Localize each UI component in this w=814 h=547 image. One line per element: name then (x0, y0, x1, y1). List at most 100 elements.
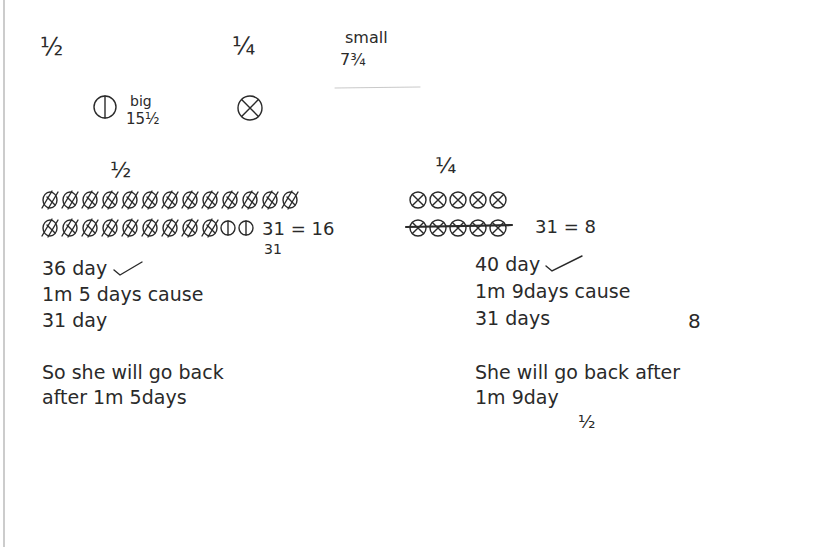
tally-strokes (122, 191, 138, 209)
quarter-circle (450, 220, 466, 236)
page-margin (4, 0, 5, 547)
tally-strokes (42, 191, 58, 209)
tally-circle (103, 220, 117, 236)
strike-line (406, 225, 512, 227)
handwritten-note: 31 days (475, 306, 550, 331)
tally-circle (83, 192, 97, 208)
half-circle (94, 96, 116, 118)
faint-line (335, 87, 420, 88)
quarter-circle (470, 220, 486, 236)
quarter-cross (472, 194, 483, 205)
half-circle (239, 221, 253, 235)
tally-strokes (242, 191, 258, 209)
tally-circle (203, 192, 217, 208)
handwritten-note: 1m 9days cause (475, 279, 630, 304)
handwritten-note: 31 (264, 240, 282, 258)
quarter-circle (490, 192, 506, 208)
tally-strokes (42, 219, 58, 237)
quarter-circle (490, 220, 506, 236)
tally-circle (63, 220, 77, 236)
quarter-circle (430, 220, 446, 236)
handwritten-note: ¼ (232, 32, 255, 63)
tally-circle (263, 192, 277, 208)
tally-strokes (122, 219, 138, 237)
quarter-cross (492, 222, 503, 233)
tally-circle (143, 220, 157, 236)
quarter-cross (412, 194, 423, 205)
drawing-strokes (42, 87, 582, 275)
quarter-cross (412, 222, 423, 233)
tally-strokes (102, 191, 118, 209)
half-circle (221, 221, 235, 235)
handwritten-note: 15½ (126, 110, 160, 130)
handwritten-note: 31 = 8 (535, 215, 596, 238)
quarter-circle (430, 192, 446, 208)
tally-circle (123, 192, 137, 208)
quarter-circle (410, 220, 426, 236)
tally-circle (83, 220, 97, 236)
tally-circle (43, 192, 57, 208)
handwritten-note: ¼ (435, 152, 456, 181)
handwritten-note: ½ (110, 156, 131, 185)
quarter-cross (452, 222, 463, 233)
tally-circle (223, 192, 237, 208)
tally-strokes (162, 191, 178, 209)
quarter-circle (450, 192, 466, 208)
tally-strokes (202, 219, 218, 237)
quarter-circle (470, 192, 486, 208)
tally-circle (163, 220, 177, 236)
handwritten-note: 1m 5 days cause (42, 282, 203, 307)
handwritten-note: 36 day (42, 256, 107, 281)
tally-strokes (182, 219, 198, 237)
handwritten-note: She will go back after 1m 9day (475, 360, 690, 409)
tally-strokes (82, 219, 98, 237)
tally-circle (243, 192, 257, 208)
tally-strokes (142, 219, 158, 237)
tally-strokes (222, 191, 238, 209)
half-line (227, 221, 228, 235)
quarter-cross (472, 222, 483, 233)
tally-strokes (202, 191, 218, 209)
tally-circle (203, 220, 217, 236)
tally-strokes (282, 191, 298, 209)
handwritten-note: 31 = 16 (262, 217, 334, 240)
quarter-cross (432, 222, 443, 233)
tally-circle (183, 220, 197, 236)
handwritten-note: ½ (578, 410, 595, 433)
half-line (104, 96, 105, 118)
tally-strokes (142, 191, 158, 209)
handwritten-note: So she will go back after 1m 5days (42, 360, 257, 409)
handwritten-note: 40 day (475, 252, 540, 277)
handwritten-note: small (345, 28, 388, 49)
handwritten-note: 31 day (42, 308, 107, 333)
tally-strokes (62, 219, 78, 237)
quarter-cross (242, 100, 259, 117)
quarter-cross (492, 194, 503, 205)
tally-circle (63, 192, 77, 208)
quarter-circle (410, 192, 426, 208)
tally-strokes (102, 219, 118, 237)
tally-circle (163, 192, 177, 208)
handwritten-note: 7¾ (340, 50, 366, 71)
handwritten-note: big (130, 92, 152, 110)
quarter-cross (452, 194, 463, 205)
tally-strokes (62, 191, 78, 209)
tally-strokes (82, 191, 98, 209)
quarter-cross (432, 194, 443, 205)
tally-circle (103, 192, 117, 208)
check-mark (546, 256, 582, 271)
half-line (245, 221, 246, 235)
tally-circle (143, 192, 157, 208)
tally-circle (43, 220, 57, 236)
tally-strokes (162, 219, 178, 237)
tally-circle (123, 220, 137, 236)
tally-strokes (182, 191, 198, 209)
check-mark (114, 262, 142, 275)
handwritten-note: ½ (40, 32, 63, 63)
tally-circle (183, 192, 197, 208)
tally-strokes (262, 191, 278, 209)
tally-circle (283, 192, 297, 208)
handwritten-note: 8 (688, 308, 701, 334)
